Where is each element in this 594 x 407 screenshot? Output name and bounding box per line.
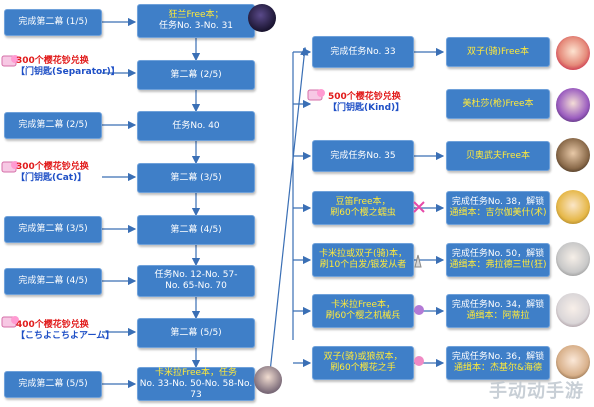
left-box-4-text: 完成第二幕 (4/5)	[18, 276, 88, 286]
machine-item-icon	[414, 305, 424, 315]
right-a-box-1: 完成任务No. 33	[312, 36, 414, 68]
ticket-label-3-line1: 400个樱花钞兑换	[16, 320, 89, 330]
left-box-2: 完成第二幕 (2/5)	[4, 112, 102, 139]
middle-box-3: 任务No. 40	[137, 111, 255, 141]
middle-box-4: 第二幕 (3/5)	[137, 163, 255, 193]
right-b-box-6-line1: 完成任务No. 34，解锁	[451, 300, 545, 310]
character-avatar	[248, 4, 276, 32]
middle-box-2: 第二幕 (2/5)	[137, 60, 255, 90]
sakura-ticket-icon	[1, 55, 19, 67]
character-avatar	[556, 88, 590, 122]
right-b-box-7-line1: 完成任务No. 36，解锁	[451, 352, 545, 362]
right-b-box-3: 贝奥武夫Free本	[446, 141, 550, 171]
right-b-box-1-line1: 双子(骑)Free本	[466, 46, 530, 57]
middle-box-6: 任务No. 12-No. 57-No. 65-No. 70	[137, 265, 255, 297]
right-b-box-2: 美杜莎(枪)Free本	[446, 89, 550, 119]
right-b-box-5-line1: 完成任务No. 50，解锁	[451, 249, 545, 259]
right-a-box-4: 豆笛Free本，刷60个樱之蠕虫	[312, 191, 414, 225]
ticket-label-1-line2: 【门钥匙(Separator)】	[16, 67, 120, 77]
middle-box-7: 第二幕 (5/5)	[137, 318, 255, 348]
right-b-box-4: 完成任务No. 38，解锁通缉本：吉尔伽美什(术)	[446, 191, 550, 225]
right-b-box-1: 双子(骑)Free本	[446, 37, 550, 67]
left-box-5: 完成第二幕 (5/5)	[4, 371, 102, 398]
character-avatar	[556, 36, 590, 70]
left-box-4: 完成第二幕 (4/5)	[4, 268, 102, 295]
right-a-box-4-line1: 豆笛Free本，	[335, 197, 391, 207]
ticket-label-1: 300个樱花钞兑换 【门钥匙(Separator)】	[16, 56, 120, 78]
watermark: 手动动手游	[489, 381, 584, 402]
left-box-3: 完成第二幕 (3/5)	[4, 216, 102, 243]
ticket-label-2-line2: 【门钥匙(Cat)】	[16, 173, 87, 183]
middle-box-6-line2: No. 65-No. 70	[165, 281, 227, 291]
right-a-box-7-line1: 双子(骑)或狼叔本，	[323, 352, 403, 362]
middle-box-1: 狂兰Free本；任务No. 3-No. 31	[137, 4, 255, 38]
right-a-box-6-line2: 刷60个樱之机械兵	[325, 311, 401, 321]
right-b-box-4-line1: 完成任务No. 38，解锁	[451, 197, 545, 207]
right-a-box-6-line1: 卡米拉Free本，	[330, 300, 396, 310]
right-a-box-7: 双子(骑)或狼叔本，刷60个樱花之手	[312, 346, 414, 380]
right-b-box-2-line1: 美杜莎(枪)Free本	[462, 98, 534, 109]
right-a-box-5: 卡米拉或双子(骑)本，刷10个白发/银发从者	[312, 243, 414, 277]
middle-box-2-line1: 第二幕 (2/5)	[170, 69, 222, 80]
right-b-box-6-line2: 通缉本：阿蒂拉	[466, 311, 530, 321]
middle-box-3-line1: 任务No. 40	[172, 120, 220, 131]
left-box-2-text: 完成第二幕 (2/5)	[18, 120, 88, 130]
middle-box-5-line1: 第二幕 (4/5)	[170, 224, 222, 235]
middle-box-8-line2: No. 33-No. 50-No. 58-No. 73	[139, 378, 253, 400]
middle-box-1-line1: 狂兰Free本；	[168, 10, 224, 20]
sakura-ticket-icon	[307, 89, 325, 101]
right-b-box-4-line2: 通缉本：吉尔伽美什(术)	[449, 208, 547, 218]
worm-item-icon	[413, 201, 425, 213]
right-a-box-6: 卡米拉Free本，刷60个樱之机械兵	[312, 294, 414, 328]
sakura-ticket-icon	[1, 316, 19, 328]
right-b-box-6: 完成任务No. 34，解锁通缉本：阿蒂拉	[446, 294, 550, 328]
right-a-box-4-line2: 刷60个樱之蠕虫	[330, 208, 396, 218]
left-box-3-text: 完成第二幕 (3/5)	[18, 224, 88, 234]
right-b-box-5-line2: 通缉本：弗拉德三世(狂)	[449, 260, 547, 270]
right-a-box-1-line1: 完成任务No. 33	[330, 46, 396, 57]
character-avatar	[254, 366, 282, 394]
right-a-box-5-line1: 卡米拉或双子(骑)本，	[318, 249, 408, 259]
hand-item-icon	[414, 356, 424, 366]
right-b-box-3-line1: 贝奥武夫Free本	[465, 150, 531, 161]
middle-box-7-line1: 第二幕 (5/5)	[170, 327, 222, 338]
middle-box-6-line1: 任务No. 12-No. 57-	[154, 270, 238, 280]
ticket-label-3: 400个樱花钞兑换 【こちよこちよアーム】	[16, 320, 114, 342]
right-b-box-5: 完成任务No. 50，解锁通缉本：弗拉德三世(狂)	[446, 243, 550, 277]
ticket-label-1-line1: 300个樱花钞兑换	[16, 56, 89, 66]
right-a-box-3: 完成任务No. 35	[312, 140, 414, 172]
ticket-label-3-line2: 【こちよこちよアーム】	[16, 331, 115, 341]
middle-box-5: 第二幕 (4/5)	[137, 215, 255, 245]
character-avatar	[556, 293, 590, 327]
ticket-label-4-line2: 【门钥匙(Kind)】	[328, 103, 405, 113]
middle-box-1-line2: 任务No. 3-No. 31	[158, 21, 234, 31]
character-avatar	[556, 345, 590, 379]
hair-item-icon	[414, 254, 422, 268]
ticket-label-2: 300个樱花钞兑换 【门钥匙(Cat)】	[16, 162, 89, 184]
left-box-5-text: 完成第二幕 (5/5)	[18, 379, 88, 389]
right-a-box-3-line1: 完成任务No. 35	[330, 150, 396, 161]
right-a-box-5-line2: 刷10个白发/银发从者	[319, 260, 407, 270]
character-avatar	[556, 138, 590, 172]
character-avatar	[556, 242, 590, 276]
ticket-label-2-line1: 300个樱花钞兑换	[16, 162, 89, 172]
character-avatar	[556, 190, 590, 224]
left-box-1: 完成第二幕 (1/5)	[4, 9, 102, 36]
middle-box-8-line1: 卡米拉Free本，任务	[154, 367, 238, 378]
left-box-1-text: 完成第二幕 (1/5)	[18, 17, 88, 27]
sakura-ticket-icon	[1, 161, 19, 173]
right-b-box-7-line2: 通缉本：杰基尔&海德	[453, 363, 542, 373]
right-b-box-7: 完成任务No. 36，解锁通缉本：杰基尔&海德	[446, 346, 550, 380]
ticket-label-4: 500个樱花钞兑换 【门钥匙(Kind)】	[328, 92, 404, 114]
middle-box-4-line1: 第二幕 (3/5)	[170, 172, 222, 183]
right-a-box-7-line2: 刷60个樱花之手	[330, 363, 396, 373]
ticket-label-4-line1: 500个樱花钞兑换	[328, 92, 401, 102]
